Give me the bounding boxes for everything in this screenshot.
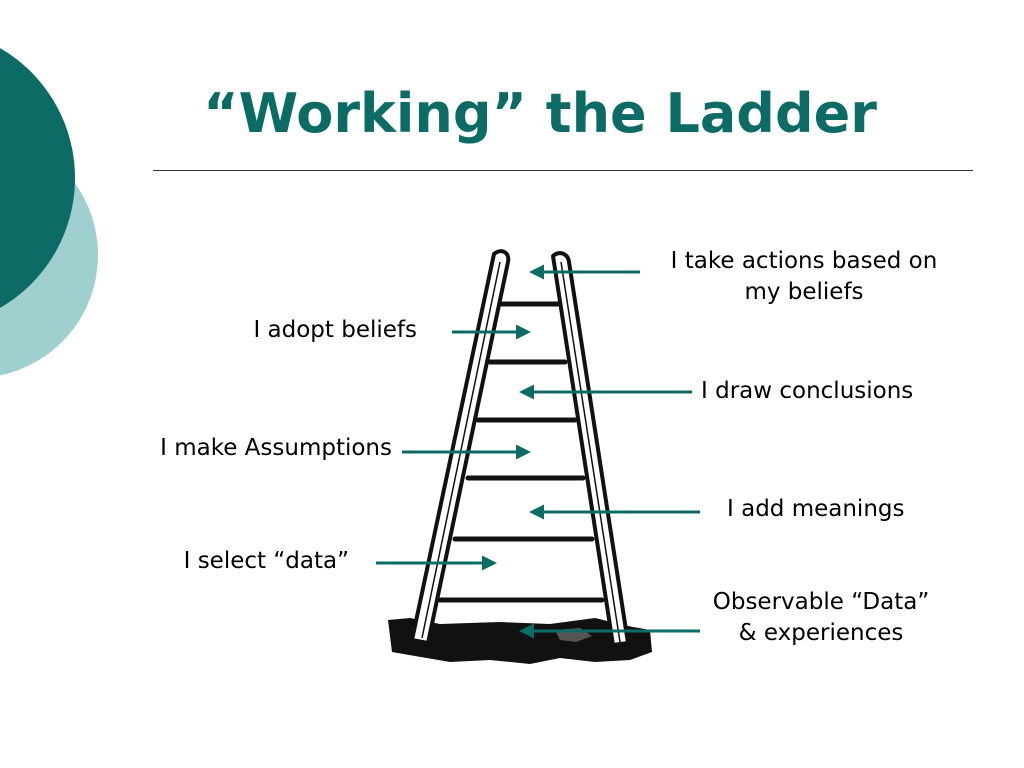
ladder-rails <box>410 249 630 647</box>
label-select-data: I select “data” <box>183 548 349 574</box>
slide-title: “Working” the Ladder <box>203 82 877 145</box>
label-observable-data-line-2: & experiences <box>738 620 904 646</box>
title-divider <box>153 170 973 171</box>
label-draw-conclusions: I draw conclusions <box>701 378 914 404</box>
label-take-actions: I take actions based on my beliefs <box>648 246 960 308</box>
dark-circle <box>0 48 75 308</box>
ladder-icon <box>388 249 652 664</box>
label-make-assumptions: I make Assumptions <box>160 435 392 461</box>
label-observable-data-line-1: Observable “Data” <box>712 589 930 615</box>
label-take-actions-line-2: my beliefs <box>744 279 864 305</box>
ladder-rungs <box>437 301 605 603</box>
label-take-actions-line-1: I take actions based on <box>670 248 938 274</box>
label-adopt-beliefs: I adopt beliefs <box>253 317 417 343</box>
label-observable-data: Observable “Data” & experiences <box>690 587 952 649</box>
label-add-meanings: I add meanings <box>727 496 905 522</box>
decorative-circles <box>0 48 98 376</box>
